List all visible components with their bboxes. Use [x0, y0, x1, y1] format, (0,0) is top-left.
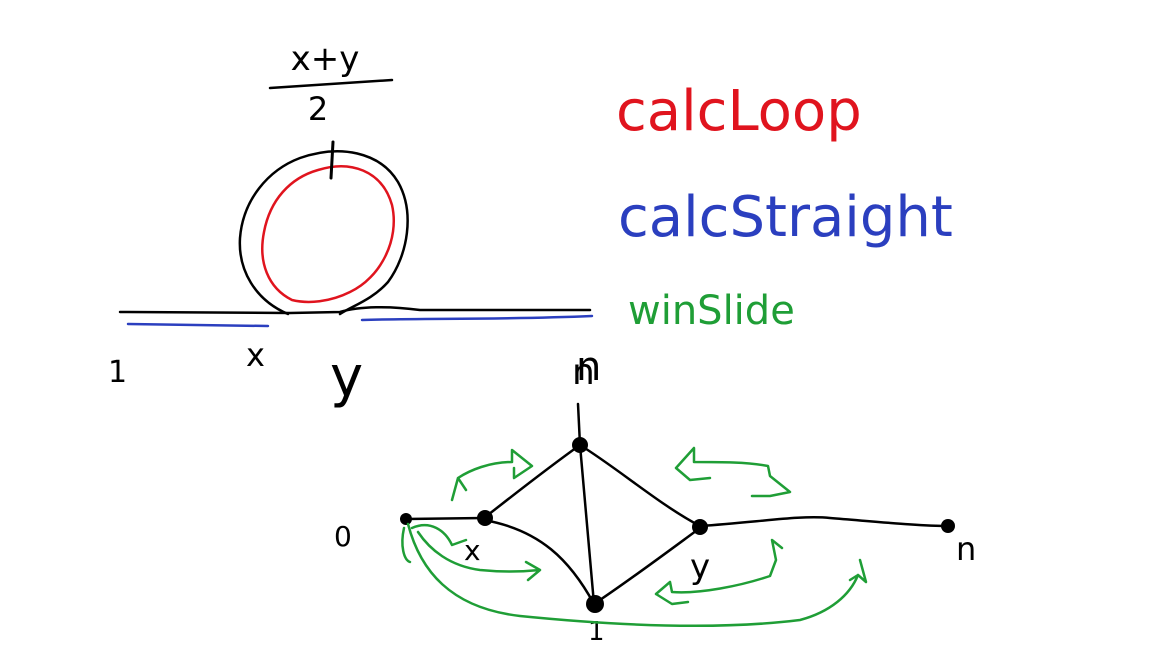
slide-arrow-bottom-right: [654, 538, 784, 606]
node-x: [477, 510, 493, 526]
slide-arrow-top-left: [450, 448, 534, 502]
loop-top-tick: [329, 140, 335, 180]
slide-arrow-left-loop: [401, 523, 468, 564]
edge-x-top: [482, 443, 582, 520]
inner-loop-calcloop: [261, 165, 395, 304]
slide-arrow-left-inner: [416, 530, 542, 582]
legend-winslide: winSlide: [628, 288, 795, 334]
graph-edges: [404, 402, 950, 606]
straight-segment-left: [126, 322, 270, 328]
legend-calcstraight: calcStraight: [618, 185, 953, 250]
graph-label-y: y: [690, 547, 710, 587]
formula-numerator: x+y: [291, 39, 360, 79]
edge-top-y: [578, 443, 702, 528]
slide-arrows: [401, 446, 868, 628]
legend-calcloop: calcLoop: [616, 79, 862, 144]
loop-sketch: [238, 140, 409, 316]
graph-label-origin: 0: [334, 520, 352, 553]
graph-label-x: x: [464, 534, 481, 567]
edge-bottom-y: [592, 526, 702, 606]
node-bottom: [586, 595, 604, 613]
edge-y-end: [698, 516, 950, 528]
line-label-y: y: [330, 345, 363, 410]
outer-loop: [238, 150, 409, 316]
formula-fraction-bar: [268, 78, 394, 90]
slide-arrow-top-right: [674, 446, 792, 498]
slide-arrow-bottom-long: [406, 522, 868, 628]
graph-nodes: [400, 437, 955, 613]
straight-segment-right: [360, 314, 594, 322]
edge-top-bottom: [578, 443, 596, 606]
line-label-x: x: [246, 336, 265, 374]
graph-label-end: n: [956, 530, 976, 568]
graph-label-top: n: [572, 352, 595, 393]
formula-denominator: 2: [308, 90, 328, 128]
line-label-start: 1: [108, 355, 127, 390]
line-label-end: n: [576, 344, 601, 390]
node-origin: [400, 513, 412, 525]
baseline-line: [118, 305, 592, 315]
node-y: [692, 519, 708, 535]
graph-labels: 0 x n y 1 n: [334, 352, 976, 647]
node-top: [572, 437, 588, 453]
edge-origin-x: [404, 516, 486, 521]
node-end: [941, 519, 955, 533]
legend: calcLoop calcStraight winSlide: [616, 79, 953, 334]
formula: x+y 2: [268, 39, 394, 128]
graph-label-bottom: 1: [588, 617, 605, 647]
edge-x-bottom: [482, 518, 596, 606]
baseline: [118, 305, 594, 328]
line-labels: 1 x y n: [108, 336, 601, 410]
